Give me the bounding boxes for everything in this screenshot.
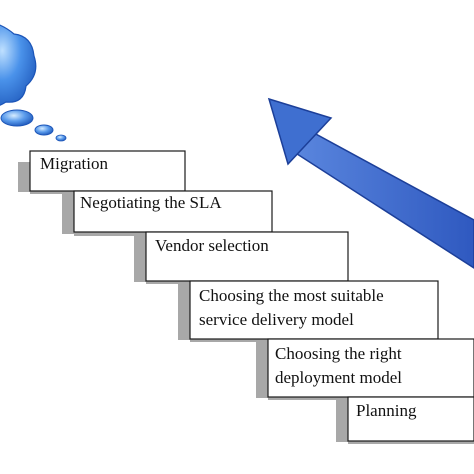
staircase-shadow (18, 162, 474, 444)
step-label-migration: Migration (40, 154, 108, 173)
thought-cloud-icon (0, 24, 67, 142)
step-label-service-delivery-model-line1: Choosing the most suitable (199, 286, 384, 305)
step-label-vendor-selection: Vendor selection (155, 236, 269, 255)
up-arrow-icon (267, 97, 474, 269)
step-boxes (29, 150, 474, 442)
step-box-negotiating-sla (73, 190, 273, 233)
step-box-migration (29, 150, 186, 192)
step-label-service-delivery-model-line2: service delivery model (199, 310, 354, 329)
step-label-negotiating-sla: Negotiating the SLA (80, 193, 222, 212)
step-box-planning (347, 396, 474, 442)
step-label-deployment-model-line1: Choosing the right (275, 344, 402, 363)
step-label-deployment-model-line2: deployment model (275, 368, 403, 387)
step-label-planning: Planning (356, 401, 417, 420)
